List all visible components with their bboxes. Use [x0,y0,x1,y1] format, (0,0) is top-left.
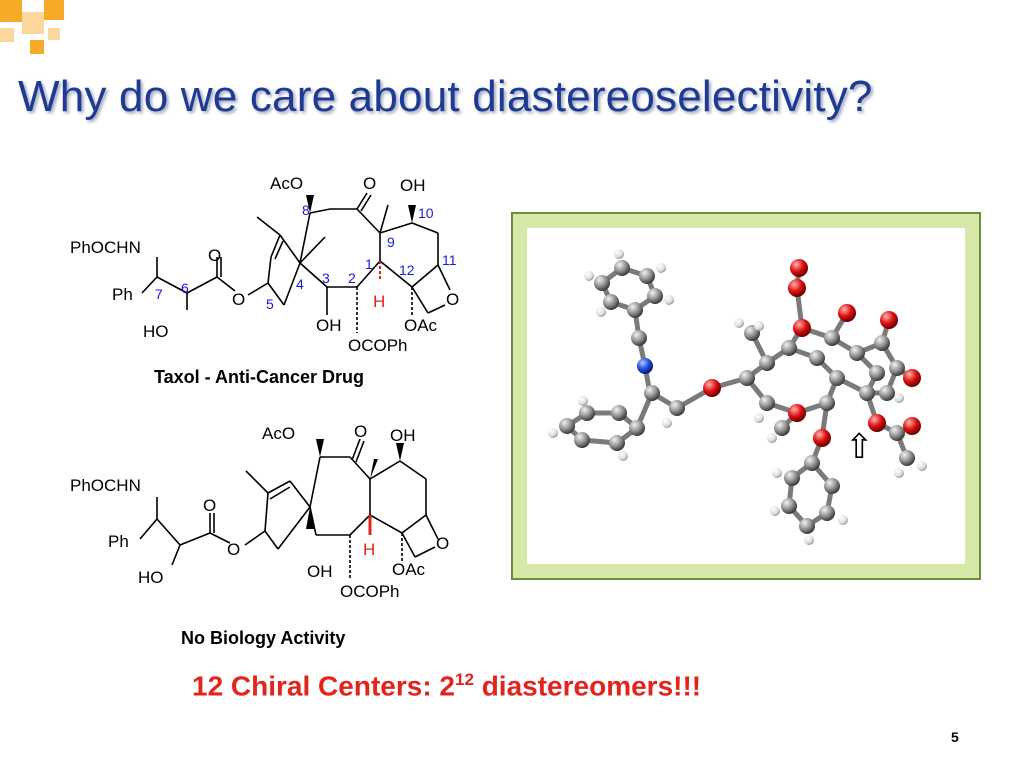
oac-label: OAc [404,316,438,335]
oh-top-label-bottom: OH [390,426,416,445]
aco-label: AcO [270,174,303,193]
aco-label-bottom: AcO [262,424,295,443]
summary-exponent: 12 [455,670,474,689]
up-arrow-icon: ⇧ [845,427,874,467]
atom-number-2: 2 [348,270,356,286]
h-label: H [373,292,385,311]
oh-bottom-label: OH [316,316,342,335]
atom-number-7: 7 [155,286,163,302]
page-number: 5 [951,729,959,745]
ho-label-bottom: HO [138,568,164,587]
atom-number-10: 10 [418,205,434,221]
atom-number-8: 8 [302,202,310,218]
oh-top-label: OH [400,176,426,195]
atom-number-11: 11 [442,252,457,268]
phochn-label-bottom: PhOCHN [70,476,141,495]
3d-model-panel: ⇧ [527,228,965,564]
summary-suffix: diastereomers!!! [473,670,702,702]
atom-number-12: 12 [399,262,415,278]
atom-number-5: 5 [266,296,274,312]
oxetane-o-label-bottom: O [436,534,449,553]
ph-label: Ph [112,285,133,304]
taxol-caption: Taxol - Anti-Cancer Drug [154,367,365,387]
oac-label-bottom: OAc [392,560,426,579]
summary-prefix: 12 Chiral Centers: 2 [192,670,455,702]
ester-o-label-bottom: O [203,496,216,515]
atom-number-4: 4 [296,276,304,292]
ketone-o-label-bottom: O [354,422,367,441]
inactive-diastereomer-structure: AcO O OH PhOCHN O Ph HO O OH OCOPh OAc O… [70,422,449,601]
ph-label-bottom: Ph [108,532,129,551]
atom-number-3: 3 [322,270,330,286]
phochn-label: PhOCHN [70,238,141,257]
atom-number-1: 1 [365,256,373,272]
ocoph-label-bottom: OCOPh [340,582,400,601]
chiral-centers-note: 12 Chiral Centers: 212 diastereomers!!! [192,670,701,702]
3d-model-frame: ⇧ [511,212,981,580]
atom-number-9: 9 [387,234,395,250]
slide-title: Why do we care about diastereoselectivit… [18,72,873,121]
ocoph-label: OCOPh [348,336,408,355]
h-label-bottom: H [363,540,375,559]
ester-o-label: O [208,246,221,265]
inactive-caption: No Biology Activity [181,628,346,648]
ketone-o-label: O [363,174,376,193]
link-o-label: O [232,290,245,309]
ball-and-stick-model: ⇧ [548,249,927,545]
taxol-structure: AcO O OH PhOCHN O Ph HO O OH OCOPh OAc O… [70,174,459,355]
ho-label: HO [143,322,169,341]
oh-bottom-label-bottom: OH [307,562,333,581]
atom-number-6: 6 [181,280,189,296]
link-o-label-bottom: O [227,540,240,559]
oxetane-o-label: O [446,290,459,309]
